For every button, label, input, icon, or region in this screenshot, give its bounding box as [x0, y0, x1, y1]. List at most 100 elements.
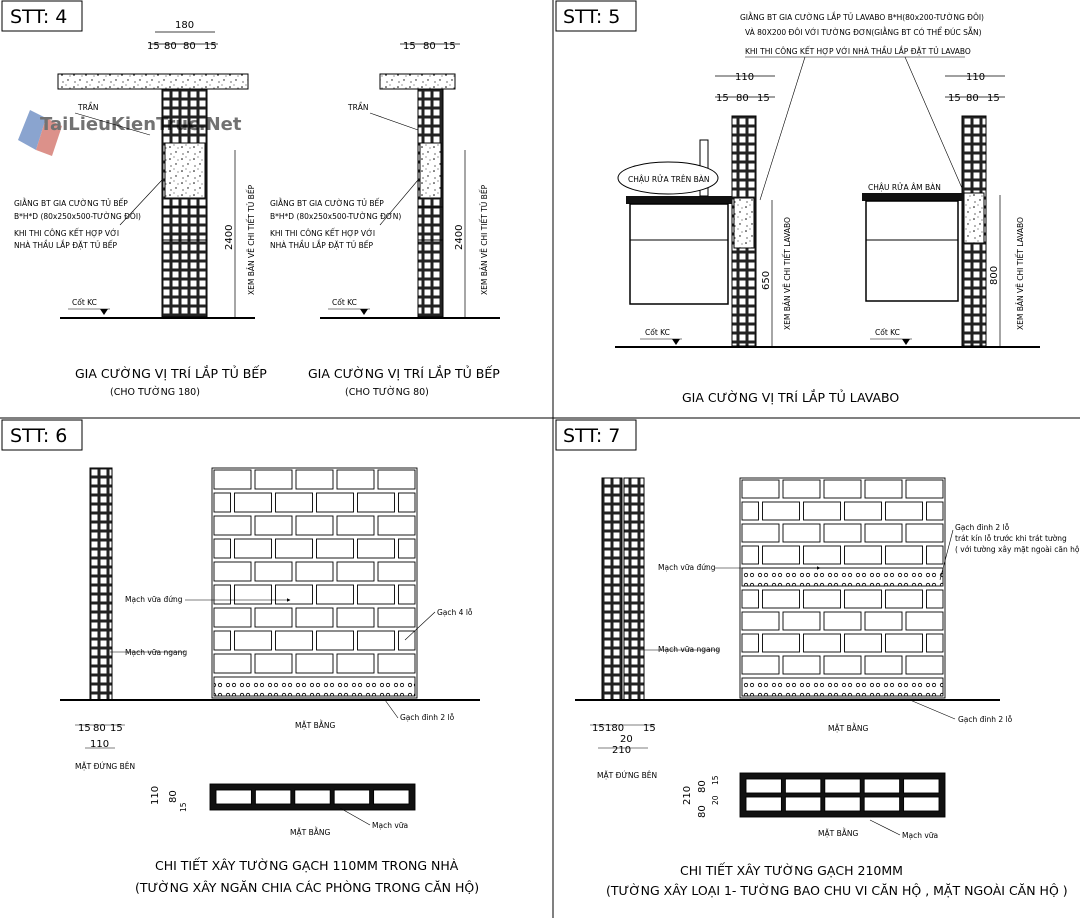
svg-text:( với tường xây mặt ngoài căn: ( với tường xây mặt ngoài căn hộ ) — [955, 545, 1080, 554]
svg-text:110: 110 — [90, 739, 109, 750]
svg-text:650: 650 — [761, 271, 772, 290]
svg-text:15: 15 — [204, 41, 217, 52]
svg-text:15: 15 — [592, 723, 605, 734]
svg-text:Cốt KC: Cốt KC — [645, 328, 670, 337]
svg-text:15: 15 — [643, 723, 656, 734]
brick-elevation — [211, 467, 418, 699]
svg-text:15: 15 — [147, 41, 160, 52]
wall-210-side-b — [623, 477, 645, 701]
panel-5: GIẰNG BT GIA CƯỜNG LẮP TỦ LAVABO B*H(80x… — [615, 12, 1040, 405]
svg-text:15: 15 — [78, 723, 91, 734]
svg-text:15: 15 — [987, 93, 1000, 104]
svg-text:180: 180 — [605, 723, 624, 734]
wall-110-side — [89, 467, 113, 701]
ceiling-slab — [379, 73, 456, 90]
svg-text:Mạch vữa: Mạch vữa — [902, 831, 938, 840]
title-p4-left: GIA CƯỜNG VỊ TRÍ LẮP TỦ BẾP — [75, 365, 267, 381]
svg-text:Gạch đinh 2 lỗ: Gạch đinh 2 lỗ — [400, 713, 455, 722]
svg-text:110: 110 — [150, 786, 161, 805]
basin-label-bubble — [617, 161, 719, 195]
svg-text:2400: 2400 — [224, 225, 235, 250]
svg-text:XEM BẢN VẼ CHI TIẾT TỦ BẾP: XEM BẢN VẼ CHI TIẾT TỦ BẾP — [479, 184, 489, 295]
svg-text:MẶT BẰNG: MẶT BẰNG — [818, 828, 858, 838]
svg-text:15: 15 — [711, 775, 720, 785]
svg-text:STT: 7: STT: 7 — [563, 425, 620, 447]
svg-text:Gạch đinh 2 lỗ: Gạch đinh 2 lỗ — [958, 715, 1013, 724]
svg-text:XEM BẢN VẼ CHI TIẾT LAVABO: XEM BẢN VẼ CHI TIẾT LAVABO — [1015, 217, 1025, 330]
title-p4-right: GIA CƯỜNG VỊ TRÍ LẮP TỦ BẾP — [308, 365, 500, 381]
brick-plan — [209, 783, 416, 811]
panel-7: Mạch vữa đứng Mạch vữa ngang Gạch đinh 2… — [575, 477, 1080, 898]
svg-text:15: 15 — [716, 93, 729, 104]
svg-text:B*H*D (80x250x500-TƯỜNG ĐƠN): B*H*D (80x250x500-TƯỜNG ĐƠN) — [270, 212, 401, 221]
svg-text:20: 20 — [620, 734, 633, 745]
svg-text:Cốt KC: Cốt KC — [332, 298, 357, 307]
brick-plan — [739, 772, 946, 818]
concrete-beam — [164, 142, 206, 199]
svg-text:KHI THI CÔNG KẾT HỢP VỚI: KHI THI CÔNG KẾT HỢP VỚI — [14, 228, 119, 238]
svg-text:GIẰNG BT GIA CƯỜNG TỦ BẾP: GIẰNG BT GIA CƯỜNG TỦ BẾP — [14, 198, 128, 208]
svg-text:80: 80 — [697, 805, 708, 818]
svg-text:TRẦN: TRẦN — [347, 102, 369, 112]
panel-4: 180 15 80 80 15 TRẦN GIẰNG BT GIA CƯỜNG … — [14, 20, 500, 398]
svg-text:80: 80 — [423, 41, 436, 52]
svg-text:VÀ 80X200 ĐÔI VỚI TƯỜNG ĐƠN(GI: VÀ 80X200 ĐÔI VỚI TƯỜNG ĐƠN(GIẰNG BT CÓ … — [745, 27, 982, 37]
svg-text:TRẦN: TRẦN — [77, 102, 99, 112]
svg-text:80: 80 — [966, 93, 979, 104]
stt-6-label: STT: 6 — [1, 419, 83, 451]
svg-text:NHÀ THẦU LẮP ĐẶT TỦ BẾP: NHÀ THẦU LẮP ĐẶT TỦ BẾP — [270, 240, 373, 250]
svg-text:Mạch vữa ngang: Mạch vữa ngang — [658, 645, 720, 654]
svg-text:KHI THI CÔNG KẾT HỢP VỚI NHÀ T: KHI THI CÔNG KẾT HỢP VỚI NHÀ THẦU LẮP ĐẶ… — [745, 46, 971, 56]
panel-6: Mạch vữa đứng Mạch vữa ngang Gạch 4 lỗ G… — [60, 467, 480, 895]
svg-text:Mạch vữa ngang: Mạch vữa ngang — [125, 648, 187, 657]
wall-210-side-a — [601, 477, 623, 701]
svg-text:XEM BẢN VẼ CHI TIẾT TỦ BẾP: XEM BẢN VẼ CHI TIẾT TỦ BẾP — [246, 184, 256, 295]
svg-text:80: 80 — [93, 723, 106, 734]
wall-180-section: 180 15 80 80 15 TRẦN GIẰNG BT GIA CƯỜNG … — [14, 20, 256, 319]
svg-text:110: 110 — [966, 72, 985, 83]
lavabo-left: CHẬU RỬA TRÊN BÀN 110 15 80 15 650 XEM B… — [617, 72, 792, 348]
svg-text:KHI THI CÔNG KẾT HỢP VỚI: KHI THI CÔNG KẾT HỢP VỚI — [270, 228, 375, 238]
stt-5-label: STT: 5 — [555, 0, 637, 32]
countertop — [626, 196, 732, 204]
svg-text:TaiLieuKienTruc.Net: TaiLieuKienTruc.Net — [40, 114, 242, 135]
svg-text:Gạch đinh 2 lỗ: Gạch đinh 2 lỗ — [955, 523, 1010, 532]
svg-text:CHẬU RỬA ÂM BÀN: CHẬU RỬA ÂM BÀN — [868, 183, 941, 192]
lavabo-right: CHẬU RỬA ÂM BÀN 110 15 80 15 800 XEM BẢN… — [862, 72, 1025, 348]
svg-text:CHẬU RỬA TRÊN BÀN: CHẬU RỬA TRÊN BÀN — [628, 175, 709, 184]
title-p5: GIA CƯỜNG VỊ TRÍ LẮP TỦ LAVABO — [682, 389, 899, 405]
svg-text:GIẰNG BT GIA CƯỜNG LẮP TỦ LAVA: GIẰNG BT GIA CƯỜNG LẮP TỦ LAVABO B*H(80x… — [740, 12, 984, 22]
svg-text:MẶT BẰNG: MẶT BẰNG — [828, 723, 868, 733]
ceiling-slab — [57, 73, 249, 90]
svg-text:STT: 4: STT: 4 — [10, 6, 67, 28]
svg-text:15: 15 — [403, 41, 416, 52]
svg-text:MẶT ĐỨNG BÊN: MẶT ĐỨNG BÊN — [597, 771, 657, 780]
svg-text:MẶT BẰNG: MẶT BẰNG — [295, 720, 335, 730]
svg-text:800: 800 — [989, 266, 1000, 285]
title-p6: CHI TIẾT XÂY TƯỜNG GẠCH 110MM TRONG NHÀ — [155, 857, 459, 873]
svg-text:Mạch vữa đứng: Mạch vữa đứng — [125, 595, 183, 604]
svg-text:2400: 2400 — [454, 225, 465, 250]
svg-text:15: 15 — [179, 802, 188, 812]
svg-text:Cốt KC: Cốt KC — [72, 298, 97, 307]
brick-elevation — [739, 477, 946, 699]
svg-text:80: 80 — [168, 790, 179, 803]
svg-text:80: 80 — [164, 41, 177, 52]
cabinet — [865, 200, 959, 302]
svg-text:80: 80 — [697, 780, 708, 793]
svg-text:20: 20 — [711, 795, 720, 805]
svg-text:15: 15 — [757, 93, 770, 104]
svg-text:NHÀ THẦU LẮP ĐẶT TỦ BẾP: NHÀ THẦU LẮP ĐẶT TỦ BẾP — [14, 240, 117, 250]
svg-text:15: 15 — [948, 93, 961, 104]
countertop — [862, 193, 962, 201]
subtitle-p6: (TƯỜNG XÂY NGĂN CHIA CÁC PHÒNG TRONG CĂN… — [135, 880, 479, 895]
stt-7-label: STT: 7 — [555, 419, 637, 451]
svg-text:Mạch vữa: Mạch vữa — [372, 821, 408, 830]
title-p7: CHI TIẾT XÂY TƯỜNG GẠCH 210MM — [680, 862, 903, 878]
svg-text:Gạch 4 lỗ: Gạch 4 lỗ — [437, 608, 473, 617]
svg-text:Cốt KC: Cốt KC — [875, 328, 900, 337]
svg-text:XEM BẢN VẼ CHI TIẾT LAVABO: XEM BẢN VẼ CHI TIẾT LAVABO — [782, 217, 792, 330]
svg-text:80: 80 — [183, 41, 196, 52]
